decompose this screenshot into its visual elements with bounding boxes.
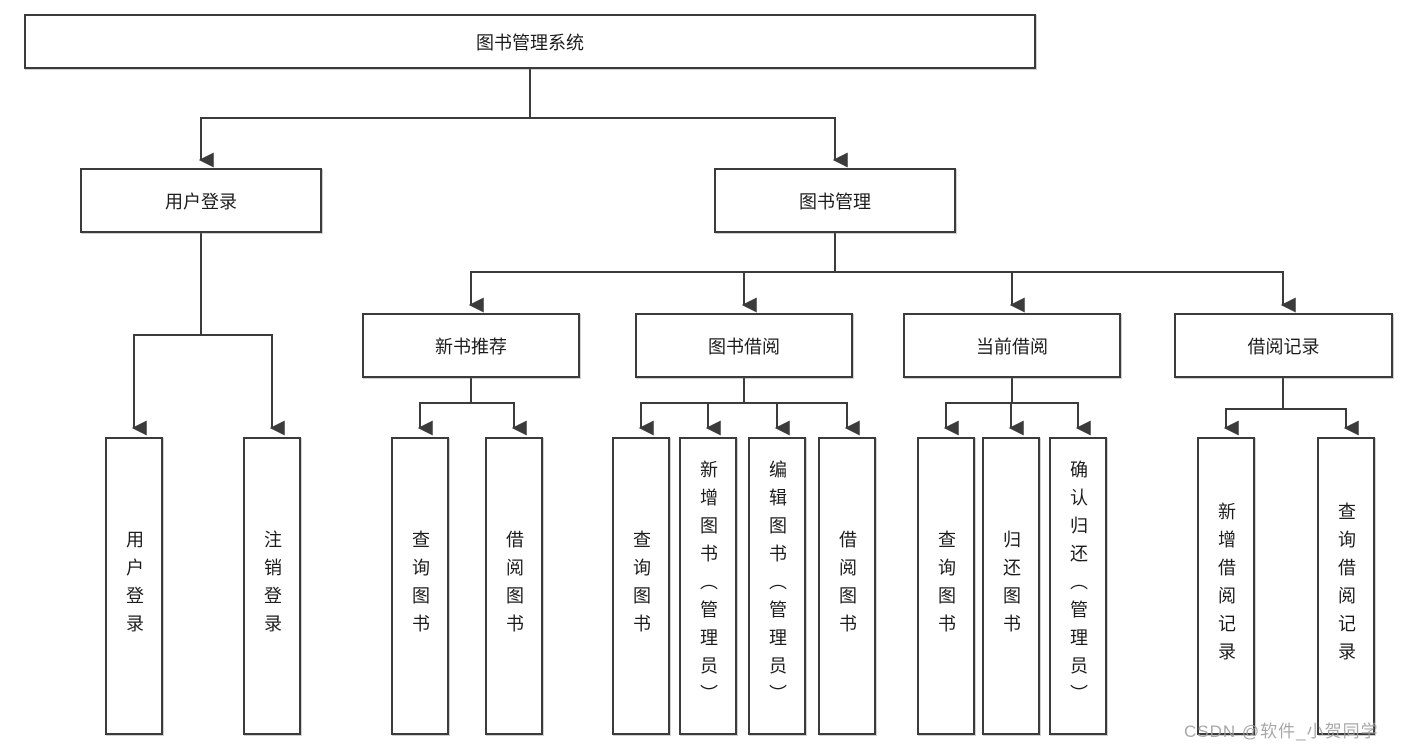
node-user-login: 用户登录 bbox=[80, 168, 322, 233]
node-borrow-record: 借阅记录 bbox=[1174, 313, 1393, 378]
node-system-root: 图书管理系统 bbox=[24, 14, 1036, 69]
leaf-query-borrow-record: 查询借阅记录 bbox=[1317, 437, 1375, 735]
leaf-query-book-2: 查询图书 bbox=[612, 437, 670, 735]
leaf-user-login: 用户登录 bbox=[105, 437, 163, 735]
leaf-query-book-1: 查询图书 bbox=[391, 437, 449, 735]
node-label: 归还图书 bbox=[1001, 530, 1021, 642]
node-label: 新增借阅记录 bbox=[1216, 502, 1236, 670]
node-book-management: 图书管理 bbox=[714, 168, 956, 233]
node-label: 编辑图书（管理员） bbox=[767, 460, 787, 712]
node-label: 查询借阅记录 bbox=[1336, 502, 1356, 670]
node-label: 查询图书 bbox=[410, 530, 430, 642]
node-book-borrow: 图书借阅 bbox=[635, 313, 853, 378]
leaf-add-book-admin: 新增图书（管理员） bbox=[679, 437, 737, 735]
node-label: 用户登录 bbox=[165, 191, 237, 212]
node-label: 借阅图书 bbox=[837, 530, 857, 642]
node-label: 借阅图书 bbox=[504, 530, 524, 642]
leaf-borrow-book-2: 借阅图书 bbox=[818, 437, 876, 735]
node-label: 新书推荐 bbox=[435, 336, 507, 357]
leaf-query-book-3: 查询图书 bbox=[917, 437, 975, 735]
node-label: 查询图书 bbox=[631, 530, 651, 642]
node-label: 借阅记录 bbox=[1247, 336, 1320, 357]
leaf-edit-book-admin: 编辑图书（管理员） bbox=[748, 437, 806, 735]
leaf-borrow-book-1: 借阅图书 bbox=[485, 437, 543, 735]
node-current-borrow: 当前借阅 bbox=[903, 313, 1121, 378]
node-label: 查询图书 bbox=[936, 530, 956, 642]
leaf-add-borrow-record: 新增借阅记录 bbox=[1197, 437, 1255, 735]
csdn-watermark: CSDN @软件_小贺同学 bbox=[1184, 722, 1379, 741]
node-label: 新增图书（管理员） bbox=[698, 460, 718, 712]
node-label: 图书借阅 bbox=[708, 336, 780, 357]
node-label: 注销登录 bbox=[262, 530, 282, 642]
node-new-book-recommend: 新书推荐 bbox=[362, 313, 580, 378]
node-label: 当前借阅 bbox=[976, 336, 1048, 357]
leaf-logout: 注销登录 bbox=[243, 437, 301, 735]
leaf-return-book: 归还图书 bbox=[982, 437, 1040, 735]
node-label: 用户登录 bbox=[124, 530, 144, 642]
node-label: 图书管理 bbox=[799, 191, 871, 212]
leaf-confirm-return-admin: 确认归还（管理员） bbox=[1049, 437, 1107, 735]
node-label: 图书管理系统 bbox=[476, 32, 584, 53]
node-label: 确认归还（管理员） bbox=[1068, 460, 1088, 712]
